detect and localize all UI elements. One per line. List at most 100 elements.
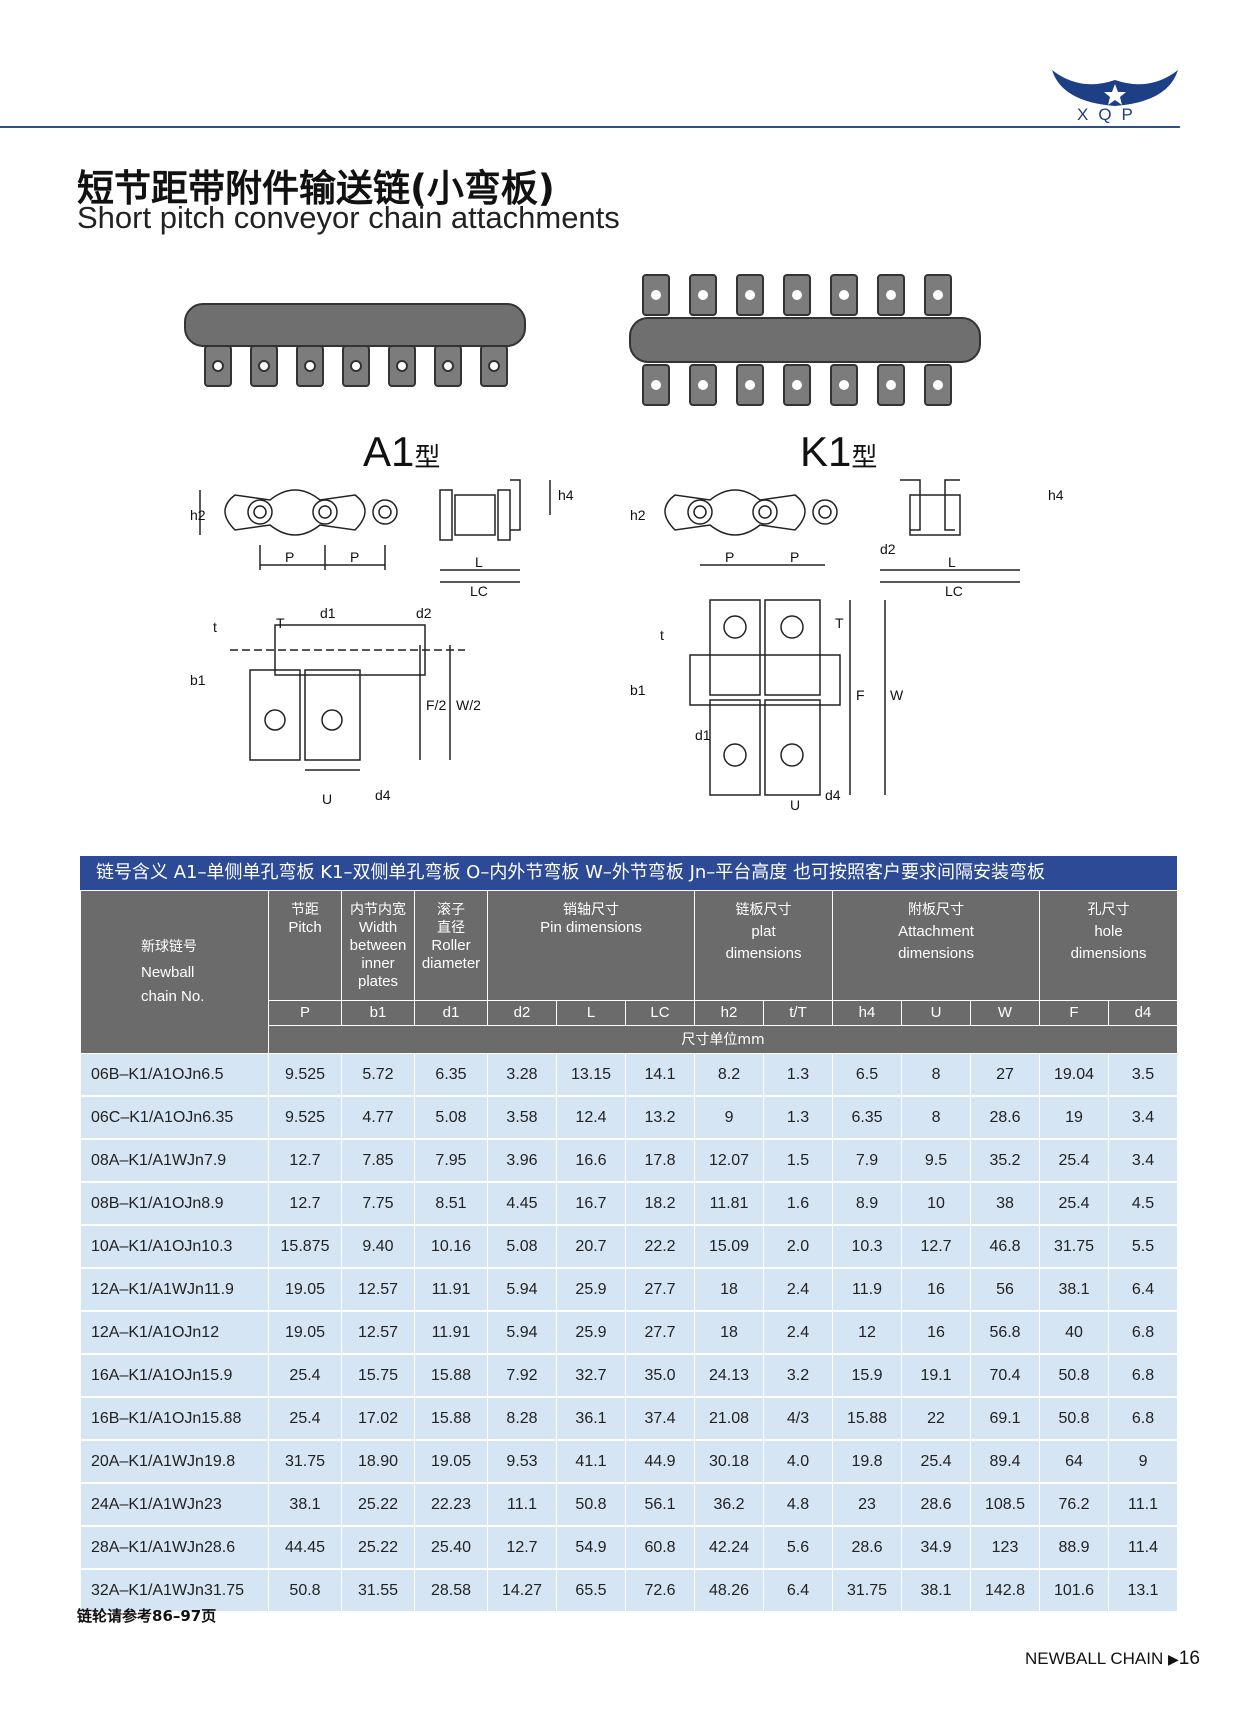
k1-dim-u: U xyxy=(790,797,800,813)
chain-number-cell: 08B–K1/A1OJn8.9 xyxy=(80,1182,269,1226)
table-cell: 23 xyxy=(832,1483,903,1527)
hole-zh: 孔尺寸 xyxy=(1087,902,1130,918)
table-cell: 19 xyxy=(1039,1096,1110,1140)
roller-zh: 滚子 xyxy=(437,902,465,918)
table-cell: 22.2 xyxy=(624,1225,696,1269)
table-cell: 15.09 xyxy=(694,1225,765,1269)
table-cell: 17.02 xyxy=(341,1397,415,1441)
table-cell: 11.91 xyxy=(414,1311,488,1355)
chain-number-cell: 06C–K1/A1OJn6.35 xyxy=(80,1096,269,1140)
table-cell: 18.2 xyxy=(624,1182,696,1226)
table-cell: 1.3 xyxy=(763,1053,834,1097)
table-cell: 36.1 xyxy=(556,1397,626,1441)
table-cell: 7.95 xyxy=(414,1139,488,1183)
table-cell: 12.7 xyxy=(901,1225,972,1269)
table-cell: 65.5 xyxy=(556,1569,626,1613)
table-cell: 6.8 xyxy=(1108,1397,1179,1441)
table-cell: 5.72 xyxy=(341,1053,415,1097)
table-cell: 56.8 xyxy=(970,1311,1041,1355)
table-cell: 14.27 xyxy=(487,1569,557,1613)
table-cell: 9.525 xyxy=(268,1096,342,1140)
table-cell: 5.5 xyxy=(1108,1225,1179,1269)
table-cell: 32.7 xyxy=(556,1354,626,1398)
col-symbol-3: d2 xyxy=(487,1000,557,1026)
unit-label: 尺寸单位mm xyxy=(267,1025,1179,1054)
table-cell: 12.57 xyxy=(341,1311,415,1355)
roller-zh2: 直径 xyxy=(437,920,465,936)
k1-type-label: K1型 xyxy=(800,428,877,476)
width-en2: between xyxy=(349,937,407,954)
table-cell: 3.2 xyxy=(763,1354,834,1398)
width-en3: inner xyxy=(361,955,395,972)
col-width: 内节内宽 Width between inner plates xyxy=(341,890,415,1001)
table-cell: 10.16 xyxy=(414,1225,488,1269)
table-cell: 13.1 xyxy=(1108,1569,1179,1613)
table-cell: 24.13 xyxy=(694,1354,765,1398)
table-cell: 15.88 xyxy=(832,1397,903,1441)
attach-en1: Attachment xyxy=(898,923,974,940)
table-cell: 4.0 xyxy=(763,1440,834,1484)
table-cell: 4.77 xyxy=(341,1096,415,1140)
spec-table-section: 链号含义 A1–单侧单孔弯板 K1–双侧单孔弯板 O–内外节弯板 W–外节弯板 … xyxy=(80,856,1179,1613)
k1-dim-h4: h4 xyxy=(1048,487,1064,503)
table-cell: 2.4 xyxy=(763,1268,834,1312)
table-cell: 4.8 xyxy=(763,1483,834,1527)
table-cell: 50.8 xyxy=(1039,1354,1110,1398)
table-cell: 28.58 xyxy=(414,1569,488,1613)
table-cell: 12.4 xyxy=(556,1096,626,1140)
col-symbol-11: F xyxy=(1039,1000,1110,1026)
table-cell: 21.08 xyxy=(694,1397,765,1441)
pitch-zh: 节距 xyxy=(291,902,319,918)
col-group-plate: 链板尺寸 plat dimensions xyxy=(694,890,834,1001)
table-cell: 13.15 xyxy=(556,1053,626,1097)
table-cell: 3.5 xyxy=(1108,1053,1179,1097)
table-cell: 50.8 xyxy=(556,1483,626,1527)
table-cell: 25.4 xyxy=(1039,1139,1110,1183)
table-cell: 8.9 xyxy=(832,1182,903,1226)
table-cell: 4.45 xyxy=(487,1182,557,1226)
pin-en: Pin dimensions xyxy=(540,919,642,936)
col-symbol-10: W xyxy=(970,1000,1041,1026)
col-roller: 滚子 直径 Roller diameter xyxy=(414,890,488,1001)
table-cell: 22 xyxy=(901,1397,972,1441)
table-cell: 27.7 xyxy=(624,1268,696,1312)
chain-number-cell: 28A–K1/A1WJn28.6 xyxy=(80,1526,269,1570)
table-cell: 54.9 xyxy=(556,1526,626,1570)
col-symbol-0: P xyxy=(268,1000,342,1026)
table-cell: 6.4 xyxy=(1108,1268,1179,1312)
dim-t-upper: T xyxy=(276,615,285,631)
roller-en2: diameter xyxy=(421,955,481,972)
table-cell: 56 xyxy=(970,1268,1041,1312)
table-cell: 38.1 xyxy=(901,1569,972,1613)
k1-chain-photo xyxy=(629,274,981,406)
col-symbol-7: t/T xyxy=(763,1000,834,1026)
table-cell: 19.05 xyxy=(268,1311,342,1355)
col-symbol-12: d4 xyxy=(1108,1000,1179,1026)
table-cell: 4/3 xyxy=(763,1397,834,1441)
table-cell: 44.45 xyxy=(268,1526,342,1570)
brand-logo-text: XQP xyxy=(1077,105,1143,124)
dim-h2: h2 xyxy=(190,507,206,523)
table-cell: 25.9 xyxy=(556,1311,626,1355)
table-cell: 6.35 xyxy=(832,1096,903,1140)
table-cell: 25.22 xyxy=(341,1526,415,1570)
table-cell: 18.90 xyxy=(341,1440,415,1484)
table-cell: 38.1 xyxy=(268,1483,342,1527)
plate-zh: 链板尺寸 xyxy=(735,902,792,918)
dim-w2: W/2 xyxy=(456,697,481,713)
col-symbol-6: h2 xyxy=(694,1000,765,1026)
dim-h4: h4 xyxy=(558,487,574,503)
table-cell: 19.1 xyxy=(901,1354,972,1398)
table-cell: 3.4 xyxy=(1108,1096,1179,1140)
table-cell: 44.9 xyxy=(624,1440,696,1484)
chain-no-zh: 新球链号 xyxy=(141,939,197,955)
dim-t: t xyxy=(213,619,217,635)
table-cell: 14.1 xyxy=(624,1053,696,1097)
chain-no-en1: Newball xyxy=(141,964,195,981)
table-cell: 11.4 xyxy=(1108,1526,1179,1570)
